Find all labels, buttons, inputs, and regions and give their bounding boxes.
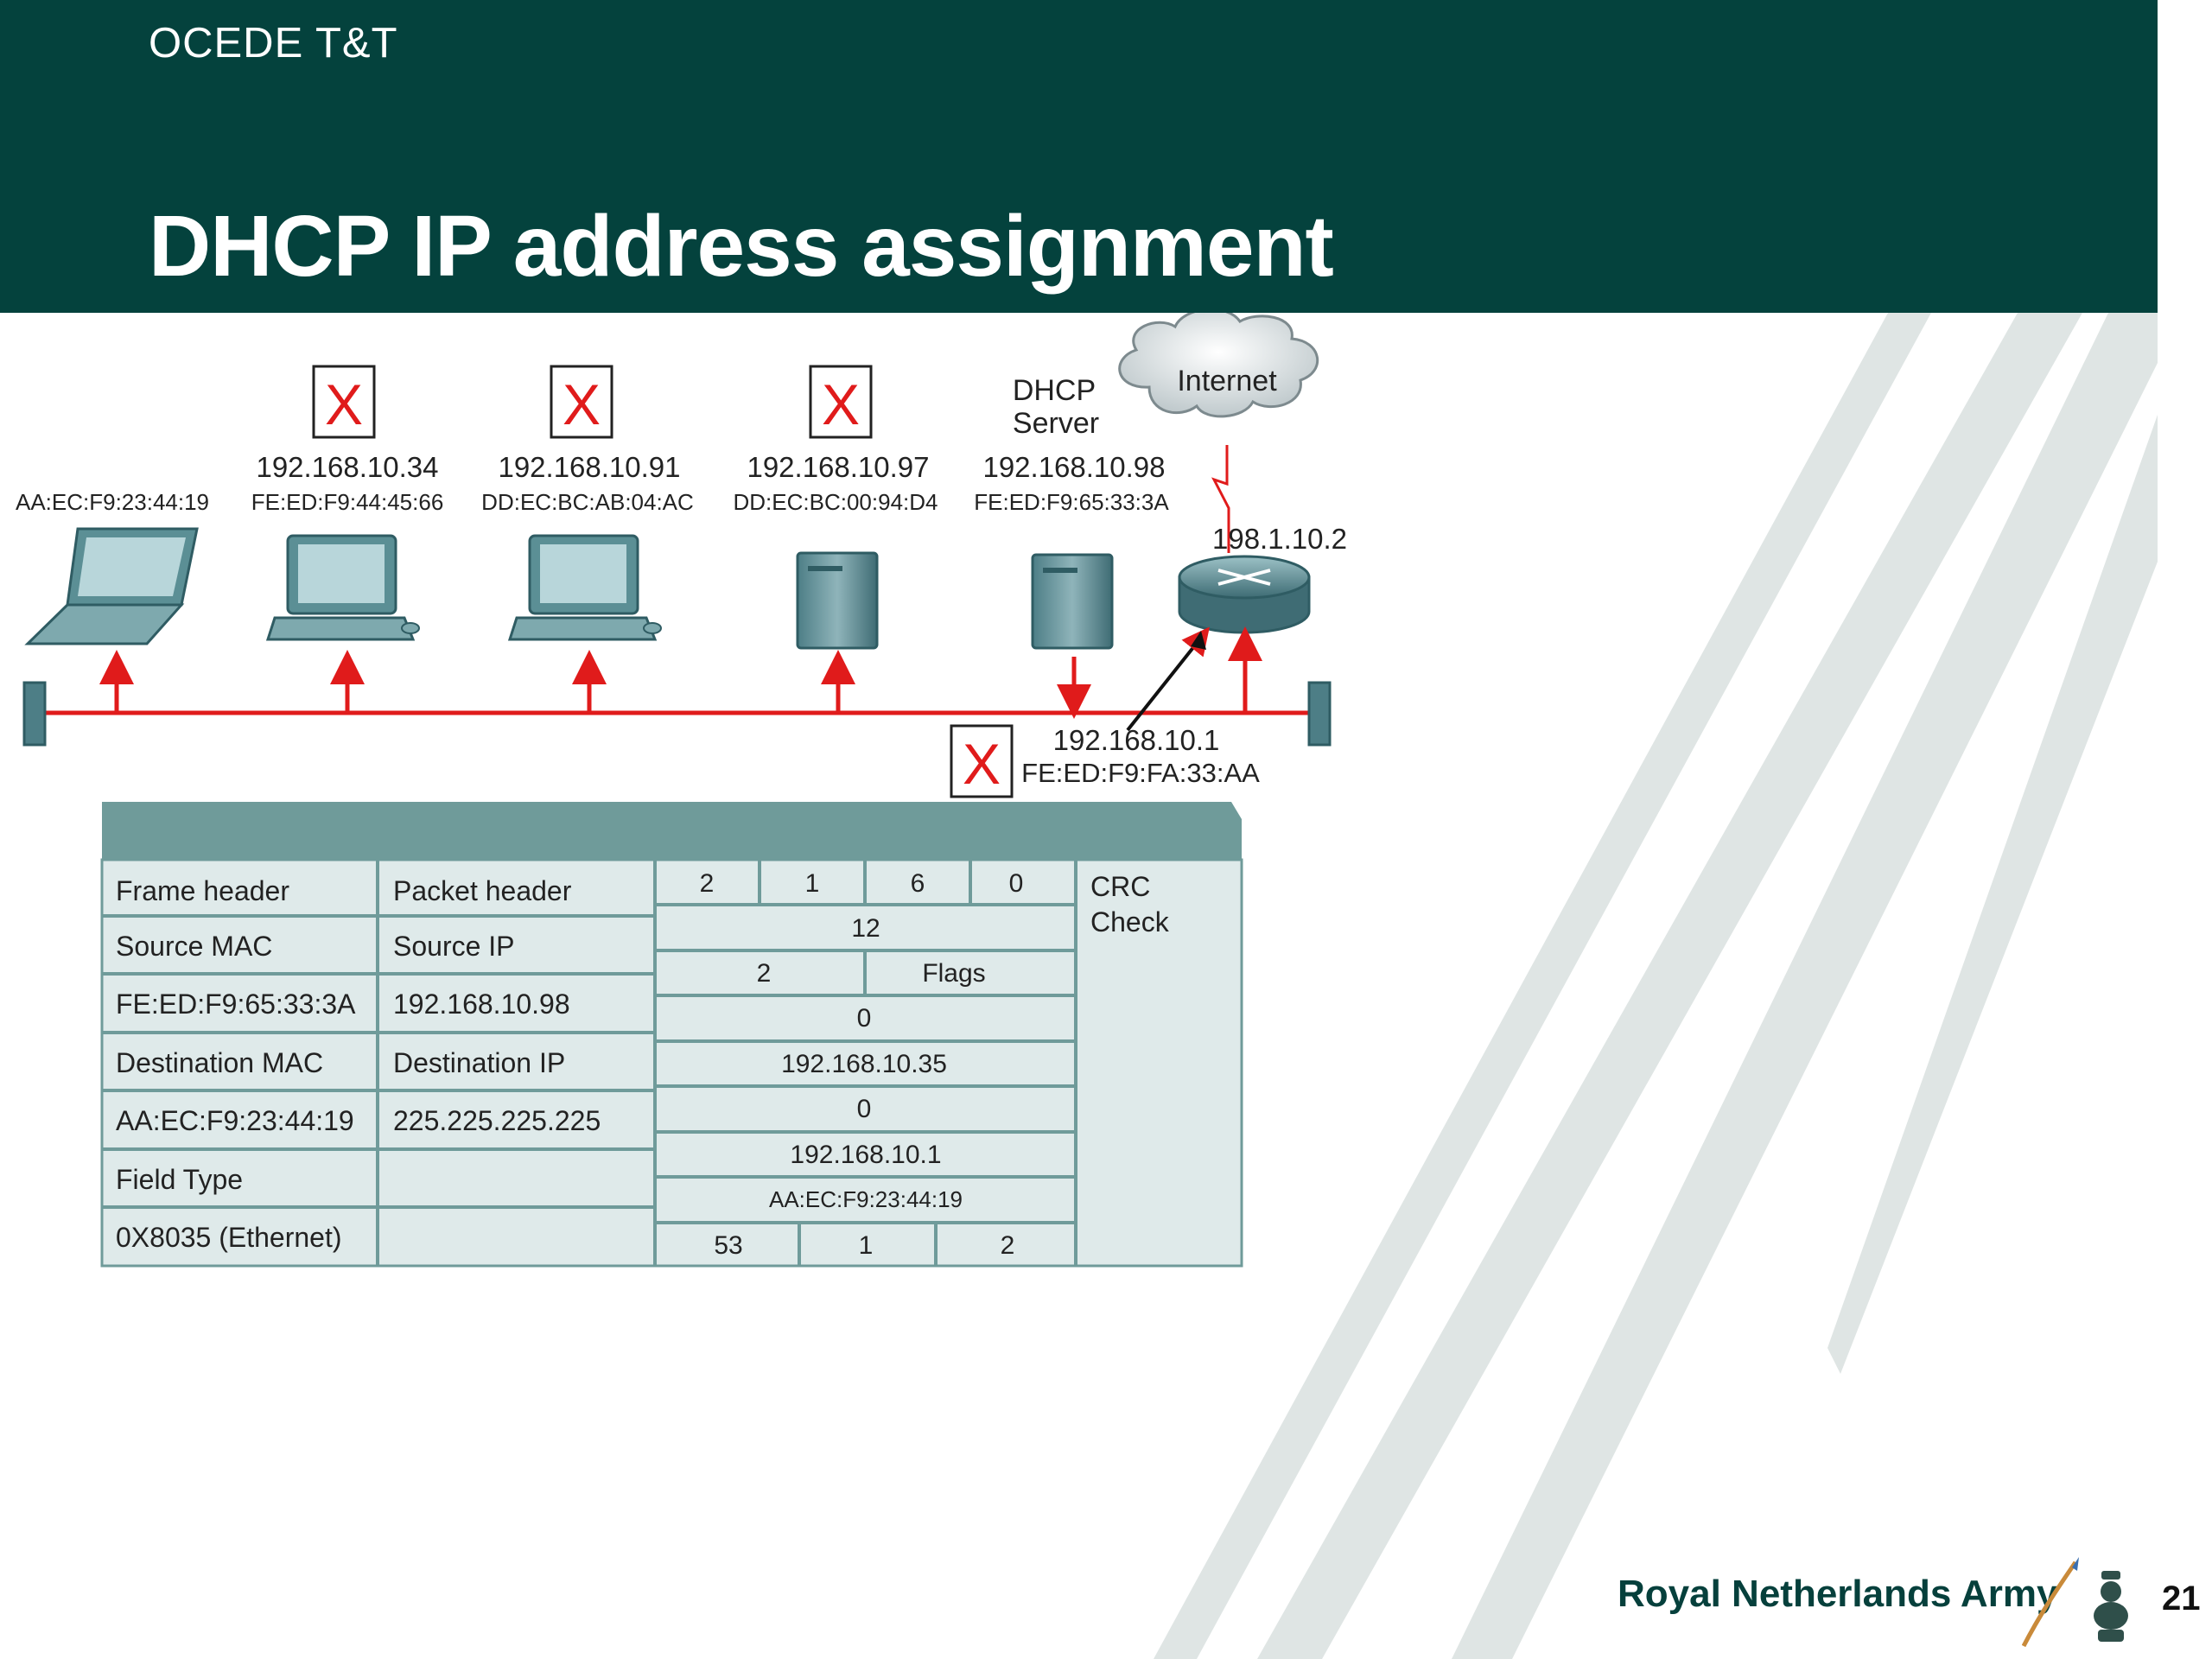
frame-table (100, 802, 1243, 1268)
payload-xid: 12 (851, 914, 880, 943)
cell-source-ip: 192.168.10.98 (393, 988, 570, 1020)
host1-mac: AA:EC:F9:23:44:19 (16, 489, 209, 515)
svg-text:X: X (563, 372, 601, 436)
payload-op: 2 (700, 869, 715, 898)
cell-source-mac: FE:ED:F9:65:33:3A (116, 988, 356, 1020)
host5-mac: FE:ED:F9:65:33:3A (974, 489, 1169, 515)
payload-giaddr: 192.168.10.1 (790, 1141, 941, 1169)
crc-label-line2: Check (1090, 906, 1170, 938)
router-icon (1178, 555, 1311, 634)
cell-field-type: 0X8035 (Ethernet) (116, 1222, 342, 1253)
payload-option-code: 53 (714, 1231, 742, 1260)
payload-ciaddr: 0 (857, 1004, 872, 1033)
host4-ip: 192.168.10.97 (747, 451, 929, 483)
cell-dest-mac-label: Destination MAC (116, 1047, 323, 1078)
payload-htype: 1 (805, 869, 820, 898)
reject-box-host3: X (550, 365, 613, 439)
svg-text:X: X (822, 372, 860, 436)
brand-name: Royal Netherlands Army (1618, 1573, 2058, 1615)
bus-drop-arrows (99, 626, 1262, 719)
desktop-pc-icon-2 (507, 534, 662, 641)
payload-hlen: 6 (911, 869, 925, 898)
host2-ip: 192.168.10.34 (256, 451, 438, 483)
payload-flags: Flags (922, 959, 985, 988)
desktop-pc-icon-1 (265, 534, 420, 641)
cell-dest-ip-label: Destination IP (393, 1047, 565, 1078)
host4-mac: DD:EC:BC:00:94:D4 (734, 489, 938, 515)
dhcp-server-label-line2: Server (1013, 407, 1099, 440)
host3-ip: 192.168.10.91 (498, 451, 680, 483)
host2-mac: FE:ED:F9:44:45:66 (251, 489, 444, 515)
router-lan-mac: FE:ED:F9:FA:33:AA (1021, 758, 1260, 788)
host5-ip: 192.168.10.98 (982, 451, 1165, 483)
router-lan-callout (1126, 626, 1210, 732)
router-wan-ip: 198.1.10.2 (1212, 523, 1347, 555)
cell-source-ip-label: Source IP (393, 931, 515, 962)
internet-label: Internet (1177, 365, 1277, 397)
reject-box-host2: X (312, 365, 376, 439)
cell-dest-mac: AA:EC:F9:23:44:19 (116, 1105, 354, 1136)
host3-mac: DD:EC:BC:AB:04:AC (481, 489, 694, 515)
payload-option-len: 1 (859, 1231, 874, 1260)
payload-siaddr: 0 (857, 1095, 872, 1123)
payload-option-value: 2 (1001, 1231, 1015, 1260)
payload-hops: 0 (1009, 869, 1024, 898)
router-lan-ip: 192.168.10.1 (1053, 724, 1220, 756)
slide-title: DHCP IP address assignment (149, 198, 1334, 295)
reject-box-host4: X (809, 365, 873, 439)
network-diagram: Internet DHCP Server 198.1.10.2 X X X X … (16, 313, 1347, 1268)
svg-text:X: X (963, 732, 1001, 796)
page-number: 21 (2162, 1580, 2201, 1618)
laptop-icon (24, 527, 199, 645)
army-emblem-icon (2022, 1557, 2128, 1648)
payload-yiaddr: 192.168.10.35 (781, 1050, 947, 1078)
cell-dest-ip: 225.225.225.225 (393, 1105, 601, 1136)
slide-header: OCEDE T&T DHCP IP address assignment (0, 0, 2158, 313)
crc-label-line1: CRC (1090, 871, 1150, 902)
bus-terminator-left (22, 681, 47, 747)
cell-field-type-label: Field Type (116, 1164, 243, 1195)
payload-chaddr: AA:EC:F9:23:44:19 (769, 1186, 963, 1212)
wan-serial-link (1211, 445, 1230, 553)
svg-text:X: X (325, 372, 363, 436)
course-label: OCEDE T&T (149, 20, 398, 67)
payload-secs: 2 (757, 959, 772, 988)
server-icon-1 (796, 551, 879, 650)
dhcp-server-label-line1: DHCP (1013, 374, 1096, 407)
bus-terminator-right (1307, 681, 1332, 747)
cell-frame-header: Frame header (116, 875, 289, 906)
reject-box-router: X (950, 724, 1014, 798)
dhcp-server-icon (1031, 553, 1114, 650)
cell-source-mac-label: Source MAC (116, 931, 272, 962)
internet-cloud-icon (1118, 313, 1319, 418)
cell-packet-header: Packet header (393, 875, 572, 906)
